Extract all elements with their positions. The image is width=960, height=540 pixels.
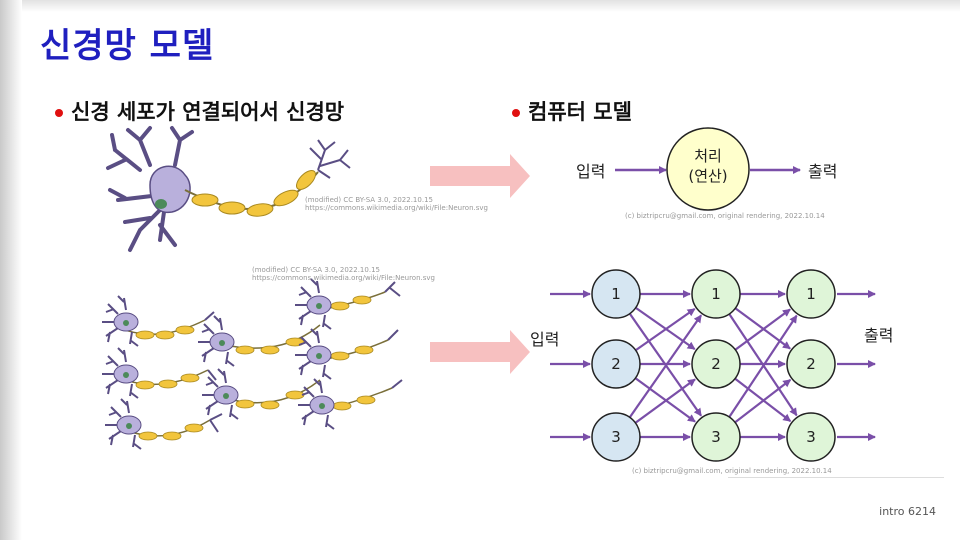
network-node-l1-1: 1	[591, 269, 641, 319]
connection-l1-3-2	[634, 378, 696, 424]
node-circle	[591, 412, 641, 462]
model-credit-top: (c) biztripcru@gmail.com, original rende…	[625, 212, 825, 220]
network-nodes: 1 2 3 1 2 3 1 2 3	[591, 269, 836, 462]
network-node-l2-1: 1	[691, 269, 741, 319]
network-node-l3-3: 3	[786, 412, 836, 462]
node-label: 3	[711, 428, 721, 446]
connection-l2-3-1	[728, 314, 798, 418]
network-output-label: 출력	[864, 326, 894, 345]
neuron-network-illustration	[101, 278, 403, 450]
node-label: 2	[611, 355, 621, 373]
simple-output-label: 출력	[808, 162, 838, 181]
node-label: 3	[611, 428, 621, 446]
network-connections	[550, 290, 876, 441]
node-circle	[691, 269, 741, 319]
node-circle	[786, 339, 836, 389]
connection-l2-2-1	[734, 308, 791, 351]
network-input-label: 입력	[530, 330, 560, 349]
connection-l1-2-1	[635, 308, 696, 352]
network-node-l1-3: 3	[591, 412, 641, 462]
footer-rule	[728, 477, 944, 478]
neuron-illustration	[106, 126, 351, 252]
top-shade	[0, 0, 960, 12]
bullet-dot	[55, 109, 63, 117]
node-label: 2	[806, 355, 816, 373]
big-arrow-bottom	[430, 330, 530, 374]
node-circle	[591, 269, 641, 319]
side-shade	[0, 0, 22, 540]
network-node-l3-1: 1	[786, 269, 836, 319]
network-node-l2-2: 2	[691, 339, 741, 389]
node-label: 1	[711, 285, 721, 303]
left-bullet: 신경 세포가 연결되어서 신경망	[55, 96, 344, 126]
left-heading: 신경 세포가 연결되어서 신경망	[71, 100, 345, 124]
node-circle	[786, 412, 836, 462]
neuron-credit-top: (modified) CC BY-SA 3.0, 2022.10.15 http…	[305, 196, 488, 212]
bullet-dot	[512, 109, 520, 117]
node-label: 2	[711, 355, 721, 373]
node-circle	[786, 269, 836, 319]
connection-l1-3-1	[628, 314, 703, 418]
simple-model	[615, 127, 801, 211]
node-circle	[591, 339, 641, 389]
node-label: 1	[611, 285, 621, 303]
node-label: 3	[806, 428, 816, 446]
process-node-label: 처리 (연산)	[688, 147, 728, 185]
slide-number: intro 6214	[879, 505, 936, 518]
network-node-l3-2: 2	[786, 339, 836, 389]
model-credit-bottom: (c) biztripcru@gmail.com, original rende…	[632, 467, 832, 475]
neuron-credit-bottom: (modified) CC BY-SA 3.0, 2022.10.15 http…	[252, 266, 435, 282]
network-node-l1-2: 2	[591, 339, 641, 389]
node-circle	[691, 339, 741, 389]
slide-title: 신경망 모델	[40, 26, 215, 66]
simple-input-label: 입력	[576, 162, 606, 181]
node-circle	[691, 412, 741, 462]
big-arrow-top	[430, 154, 530, 198]
connection-l2-3-2	[734, 378, 792, 424]
node-label: 1	[806, 285, 816, 303]
network-node-l2-3: 3	[691, 412, 741, 462]
right-heading: 컴퓨터 모델	[528, 100, 632, 124]
right-bullet: 컴퓨터 모델	[512, 96, 632, 126]
